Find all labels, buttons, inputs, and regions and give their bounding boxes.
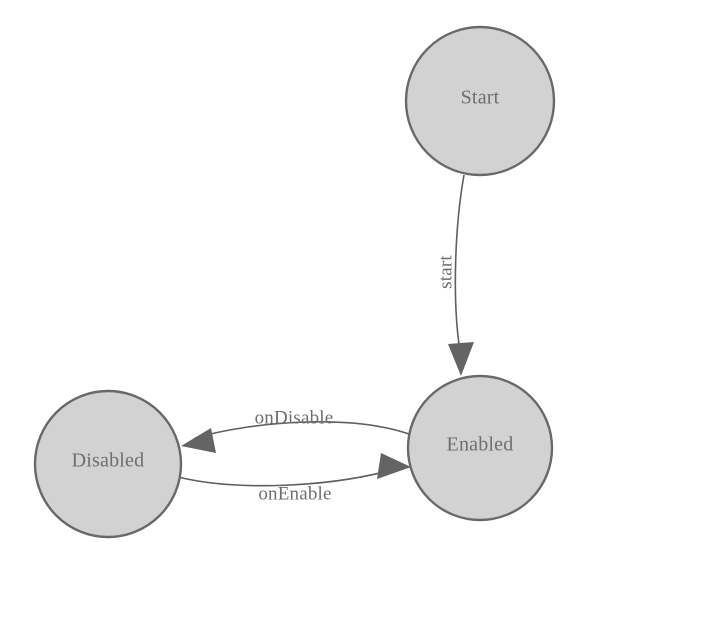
transition-path-start <box>454 174 465 352</box>
state-node-start[interactable]: Start <box>404 25 556 177</box>
transition-enabled-to-disabled[interactable] <box>181 421 410 453</box>
state-label-enabled: Enabled <box>447 434 514 456</box>
arrowhead-into-disabled <box>181 428 216 453</box>
state-circle-enabled <box>406 374 554 522</box>
state-label-start: Start <box>461 87 500 109</box>
state-node-disabled[interactable]: Disabled <box>33 389 183 539</box>
transition-path-ondisable <box>194 421 410 439</box>
transition-label-onenable: onEnable <box>258 483 331 504</box>
arrowhead-into-enabled-top <box>448 342 474 376</box>
transition-label-ondisable: onDisable <box>255 407 334 428</box>
state-label-disabled: Disabled <box>72 450 145 472</box>
arrowhead-into-enabled-side <box>377 453 411 479</box>
transition-label-start: start <box>435 255 456 289</box>
transition-path-onenable <box>177 470 389 487</box>
state-circle-disabled <box>33 389 183 539</box>
state-node-enabled[interactable]: Enabled <box>406 374 554 522</box>
transition-disabled-to-enabled[interactable] <box>177 453 411 487</box>
state-circle-start <box>404 25 556 177</box>
transition-start-to-enabled[interactable] <box>448 174 474 376</box>
